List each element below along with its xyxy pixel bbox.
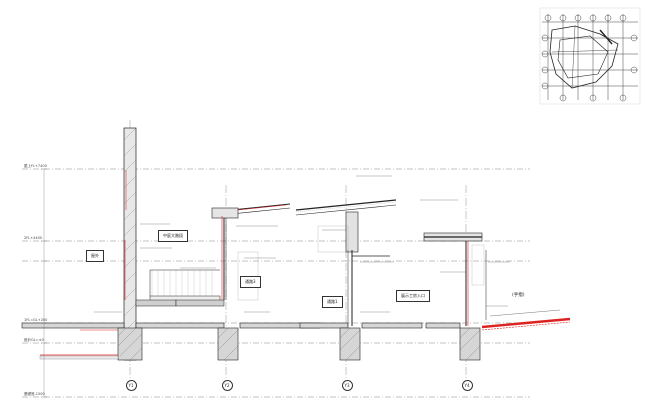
- room-label-lounge-mid: 通路1: [322, 296, 343, 308]
- grid-bubble-y4: Y4: [461, 380, 473, 391]
- level-label-base: 基礎底-1500: [24, 392, 45, 396]
- grid-bubble-y1: Y1: [125, 380, 137, 391]
- atrium-stair: [135, 269, 225, 307]
- room-label-atrium: 中庭大階段: [158, 230, 188, 242]
- level-label-gl: 設計GL=±0: [24, 338, 44, 342]
- roof-y3: [295, 199, 397, 326]
- grid-bubble-y2: Y2: [221, 380, 233, 391]
- annotation-leaders: [94, 175, 510, 313]
- grid-axis-lines: [129, 120, 467, 380]
- foundation-hatch: [117, 327, 481, 361]
- key-plan: [539, 7, 641, 105]
- ground-slab: [21, 322, 481, 361]
- roof-y4: [423, 232, 487, 326]
- outdoor-pavement: [39, 329, 119, 360]
- roof-y2: [211, 203, 291, 301]
- level-label-roof: 2FL+4400: [24, 236, 43, 240]
- room-label-lounge-left: 通路3: [240, 276, 261, 288]
- terrace-ramp: [481, 309, 571, 331]
- dimension-lines: [41, 168, 47, 398]
- level-label-first: 1FL=GL+200: [24, 318, 48, 322]
- room-label-entrance: 展示工房入口: [396, 290, 430, 302]
- room-label-terrace: (手摺): [512, 293, 525, 298]
- level-label-top: 屋上FL+7400: [24, 164, 47, 168]
- grid-bubble-y3: Y3: [341, 380, 353, 391]
- room-label-outdoor: 屋外: [86, 250, 104, 262]
- wall-y1: [123, 127, 137, 361]
- level-lines: [22, 168, 530, 398]
